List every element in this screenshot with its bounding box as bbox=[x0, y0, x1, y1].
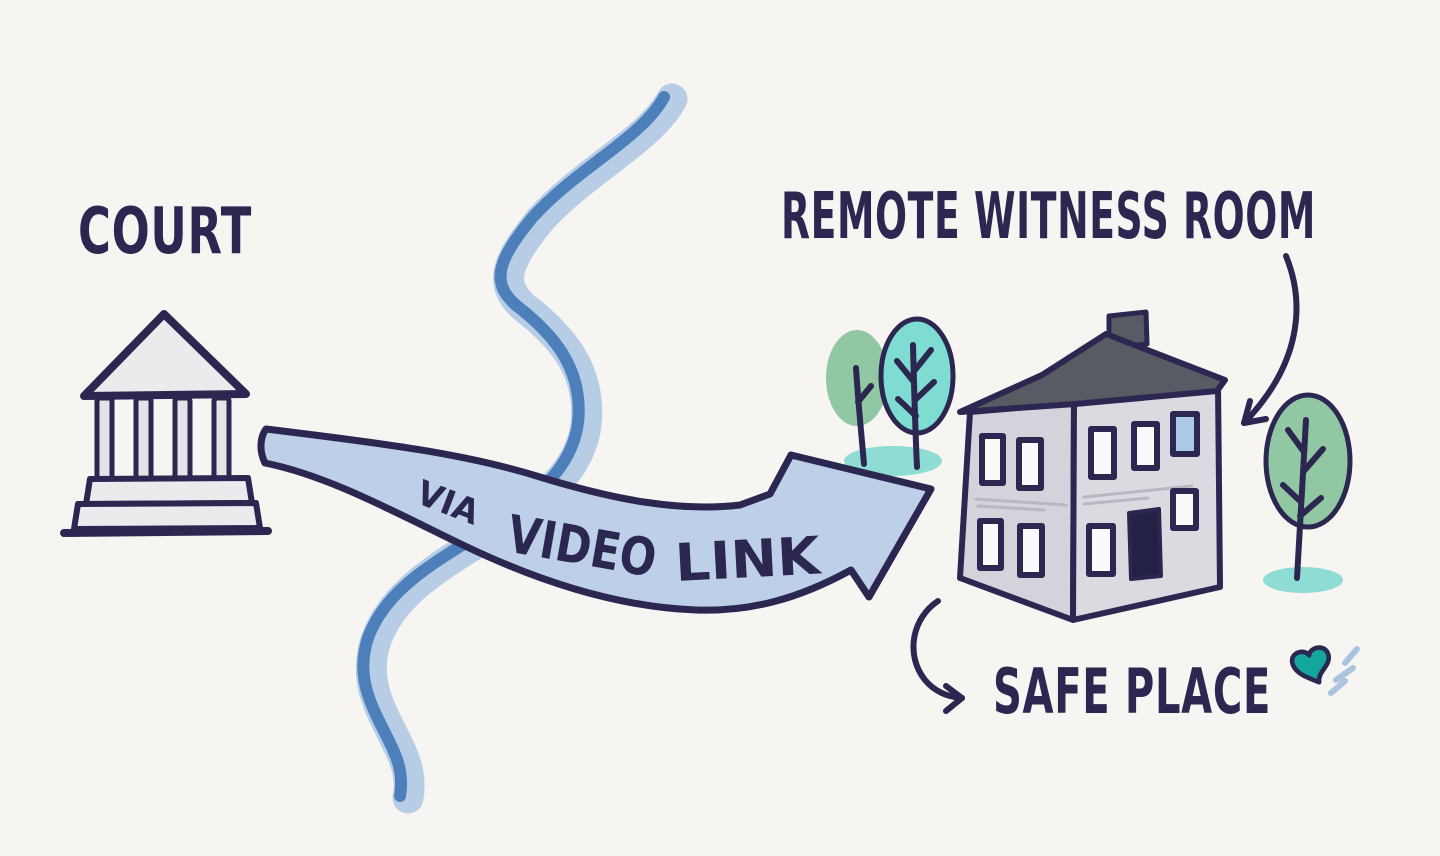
river-icon bbox=[355, 83, 688, 814]
court-label: COURT bbox=[78, 195, 252, 269]
house-windows bbox=[977, 411, 1200, 578]
floor-line bbox=[974, 497, 1068, 507]
floor-line bbox=[1082, 496, 1150, 506]
court-column bbox=[211, 395, 232, 483]
floor-line bbox=[976, 504, 1046, 512]
court-ground-line bbox=[60, 527, 272, 537]
house-roof bbox=[957, 331, 1228, 415]
tree-teal-icon bbox=[878, 316, 956, 470]
court-building-icon bbox=[60, 310, 272, 537]
house-side-wall bbox=[957, 400, 1077, 623]
tree-right-icon bbox=[1263, 392, 1353, 593]
tree-teal-branches bbox=[894, 342, 937, 470]
ribbon-arrow-shape bbox=[257, 425, 935, 614]
link-label: LINK bbox=[674, 526, 824, 594]
sparkle-dash bbox=[1333, 665, 1356, 683]
court-columns bbox=[94, 395, 232, 483]
court-column bbox=[133, 395, 154, 483]
court-step-lower bbox=[71, 500, 263, 532]
window bbox=[1016, 437, 1044, 491]
sparkle-dashes-icon bbox=[1328, 646, 1360, 696]
court-pediment bbox=[80, 310, 250, 400]
window bbox=[1088, 426, 1117, 480]
window bbox=[1131, 421, 1160, 471]
witness-room-arrow-icon bbox=[1241, 253, 1300, 426]
ground-blob-icon bbox=[1263, 567, 1343, 593]
window bbox=[1017, 523, 1045, 578]
safe-place-arrow-curve bbox=[910, 598, 965, 701]
safe-place-label: SAFE PLACE bbox=[993, 655, 1271, 728]
house-door bbox=[1127, 507, 1163, 581]
trees-left-group bbox=[826, 316, 956, 476]
safe-place-arrow-icon bbox=[910, 598, 965, 714]
heart-shape bbox=[1289, 645, 1331, 685]
window bbox=[1086, 523, 1116, 577]
house-floor-lines bbox=[974, 484, 1194, 512]
court-column bbox=[94, 395, 115, 483]
sparkle-dash bbox=[1342, 646, 1360, 666]
tree-green-trunk bbox=[853, 365, 874, 467]
river-band-dark bbox=[357, 91, 670, 802]
heart-icon bbox=[1289, 645, 1360, 696]
court-column bbox=[172, 395, 193, 483]
court-step-upper bbox=[83, 475, 255, 507]
window bbox=[1170, 488, 1199, 531]
tree-green-icon bbox=[826, 330, 888, 467]
witness-arrow-head bbox=[1241, 398, 1269, 426]
window bbox=[979, 433, 1006, 486]
video-link-arrow-icon: VIA VIDEO LINK bbox=[257, 425, 935, 614]
sparkle-dash bbox=[1328, 678, 1348, 696]
safe-place-arrow-head bbox=[943, 683, 965, 714]
remote-witness-room-label: REMOTE WITNESS ROOM bbox=[781, 180, 1316, 254]
window bbox=[977, 518, 1004, 571]
tree-right-branches bbox=[1280, 417, 1326, 581]
witness-arrow-curve bbox=[1241, 253, 1300, 426]
river-band-light bbox=[355, 83, 688, 814]
floor-line bbox=[1082, 484, 1194, 499]
window-blue bbox=[1170, 411, 1200, 457]
house-icon bbox=[957, 309, 1228, 623]
